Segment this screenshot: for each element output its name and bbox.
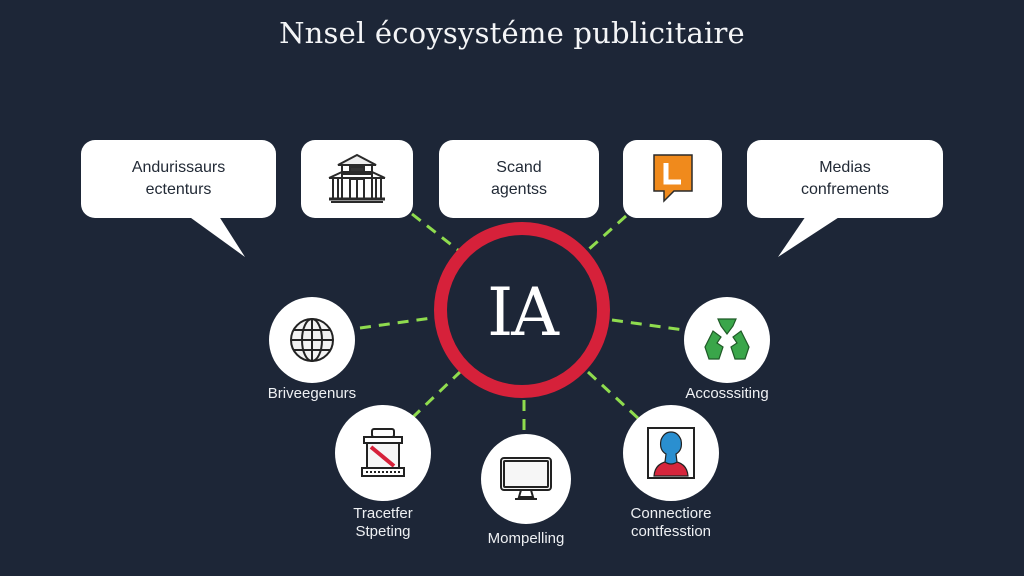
ia-hub: IA bbox=[434, 222, 610, 398]
connector-globe bbox=[359, 316, 433, 330]
speech-tail-left bbox=[180, 210, 245, 257]
hub-label: IA bbox=[487, 273, 559, 351]
connector-recycle bbox=[611, 318, 685, 332]
card-orange-chat bbox=[623, 140, 722, 218]
user-profile-icon bbox=[647, 427, 695, 479]
card-brand-agents: Scand agentss bbox=[439, 140, 599, 218]
recycle-icon bbox=[704, 318, 750, 360]
printer-label: Tracetfer Stpeting bbox=[353, 505, 413, 540]
speech-tail-right bbox=[778, 210, 850, 257]
building-icon bbox=[328, 153, 386, 203]
diagram-title: Nnsel écoysystéme publicitaire bbox=[279, 16, 745, 50]
chat-l-icon bbox=[652, 154, 693, 203]
node-globe bbox=[269, 297, 355, 383]
brand-agents-label: Scand agentss bbox=[490, 159, 548, 198]
profile-label: Connectiore contfesstion bbox=[630, 505, 712, 540]
globe-icon bbox=[290, 318, 334, 362]
connector-institution bbox=[411, 212, 459, 252]
node-recycle bbox=[684, 297, 770, 383]
connector-profile bbox=[586, 370, 642, 422]
recycle-label: Accosssiting bbox=[685, 385, 769, 402]
monitor-label: Mompelling bbox=[487, 530, 565, 547]
node-profile bbox=[623, 405, 719, 501]
card-institution bbox=[301, 140, 413, 218]
connector-printer bbox=[410, 370, 462, 420]
node-monitor bbox=[481, 434, 571, 524]
advertisers-label: Andurissaurs ectenturs bbox=[131, 159, 226, 198]
globe-label: Briveegenurs bbox=[267, 385, 357, 402]
node-printer bbox=[335, 405, 431, 501]
monitor-icon bbox=[500, 457, 552, 500]
media-label: Medias confrements bbox=[800, 159, 890, 198]
connector-orange-chat bbox=[586, 214, 628, 252]
printer-icon bbox=[361, 428, 405, 477]
